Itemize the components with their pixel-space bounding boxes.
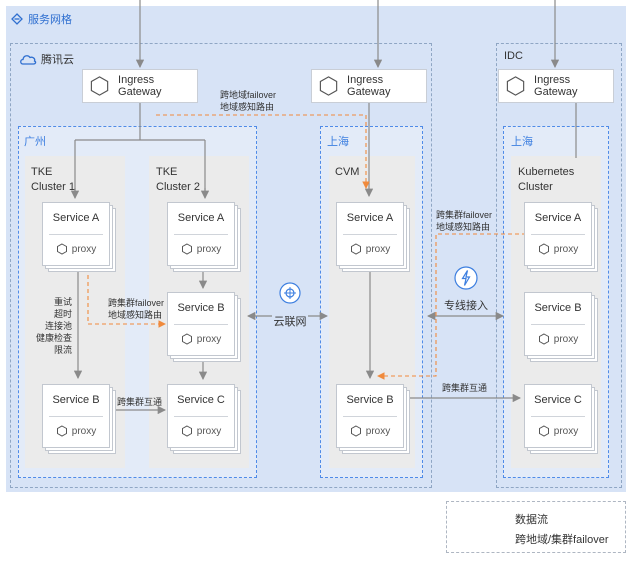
service-name: Service B <box>346 394 394 406</box>
service-name: Service B <box>52 394 100 406</box>
ccn-node: 云联网 <box>272 282 308 329</box>
gateway-label: Ingress Gateway <box>347 74 391 98</box>
ccn-label: 云联网 <box>273 316 307 328</box>
idc-label: IDC <box>504 50 523 62</box>
mesh-icon <box>11 13 23 25</box>
proxy-label: proxy <box>553 243 579 255</box>
proxy-hexagon-icon <box>181 333 192 345</box>
service-name: Service A <box>177 212 225 224</box>
ccn-icon <box>279 282 301 304</box>
cross-cluster-line1: 跨集群failover <box>108 298 165 308</box>
resilience-list: 重试 超时 连接池 健康检查 限流 <box>36 296 72 356</box>
proxy-label: proxy <box>553 425 579 437</box>
proxy-hexagon-icon <box>350 425 361 437</box>
mesh-title-text: 服务网格 <box>28 14 72 26</box>
cluster-k8s-line1: Kubernetes <box>518 166 575 178</box>
ingress-gateway-shanghai: Ingress Gateway <box>311 69 427 103</box>
resilience-item: 重试 <box>53 297 72 307</box>
proxy-label: proxy <box>365 425 391 437</box>
region-shanghai-cloud-label: 上海 <box>327 136 349 148</box>
cross-cluster-line2: 地域感知路由 <box>108 310 163 320</box>
resilience-item: 连接池 <box>44 321 72 331</box>
ingress-gateway-guangzhou: Ingress Gateway <box>82 69 198 103</box>
proxy-hexagon-icon <box>538 243 549 255</box>
cross-region-note: 跨地域failover 地域感知路由 <box>220 89 276 113</box>
tke2-service-c: Service C proxy <box>167 384 241 454</box>
legend <box>446 501 626 553</box>
gw-to-tke-clusters <box>74 103 206 196</box>
proxy-label: proxy <box>71 243 97 255</box>
hexagon-icon <box>319 76 338 96</box>
legend-failover-label: 跨地域/集群failover <box>515 534 609 546</box>
tencent-cloud-label: 腾讯云 <box>41 54 74 66</box>
resilience-item: 限流 <box>53 345 72 355</box>
cluster-tke2-line2: Cluster 2 <box>156 181 201 193</box>
failover-idc <box>377 233 526 380</box>
interconnect-label-gz: 跨集群互通 <box>117 397 163 407</box>
proxy-label: proxy <box>365 243 391 255</box>
proxy-label: proxy <box>553 333 579 345</box>
tencent-cloud-box <box>10 43 432 488</box>
cluster-cvm-line1: CVM <box>335 166 360 178</box>
cloud-icon <box>20 55 37 65</box>
tencent-cloud-title: 腾讯云 <box>19 51 74 67</box>
idc-box <box>496 43 622 488</box>
proxy-hexagon-icon <box>56 243 67 255</box>
idc-failover-note: 跨集群failover 地域感知路由 <box>436 209 492 233</box>
service-name: Service A <box>52 212 100 224</box>
cluster-tke1-line2: Cluster 1 <box>31 181 76 193</box>
proxy-hexagon-icon <box>538 333 549 345</box>
cross-cluster-note: 跨集群failover 地域感知路由 <box>108 297 164 321</box>
region-shanghai-idc-label: 上海 <box>511 136 533 148</box>
hexagon-icon <box>90 76 109 96</box>
gateway-label: Ingress Gateway <box>118 74 162 98</box>
service-name: Service C <box>177 394 225 406</box>
cross-region-line1: 跨地域failover <box>220 90 277 100</box>
tke2-service-b: Service B proxy <box>167 292 241 362</box>
cluster-k8s-line2: Cluster <box>518 181 553 193</box>
ingress-gateway-idc: Ingress Gateway <box>498 69 614 103</box>
proxy-hexagon-icon <box>181 243 192 255</box>
proxy-hexagon-icon <box>181 425 192 437</box>
dedicated-line-node: 专线接入 <box>440 266 492 313</box>
resilience-item: 健康检查 <box>36 333 73 343</box>
dedicated-line-icon <box>454 266 478 290</box>
k8s-service-a: Service A proxy <box>524 202 598 272</box>
tke1-service-a: Service A proxy <box>42 202 116 272</box>
service-name: Service A <box>346 212 394 224</box>
proxy-hexagon-icon <box>56 425 67 437</box>
cvm-service-b: Service B proxy <box>336 384 410 454</box>
proxy-hexagon-icon <box>538 425 549 437</box>
tke1-service-b: Service B proxy <box>42 384 116 454</box>
cvm-service-a: Service A proxy <box>336 202 410 272</box>
tke2-service-a: Service A proxy <box>167 202 241 272</box>
proxy-hexagon-icon <box>350 243 361 255</box>
legend-data-flow-label: 数据流 <box>515 514 548 526</box>
cross-region-line2: 地域感知路由 <box>220 102 275 112</box>
interconnect-label-idc: 跨集群互通 <box>442 383 488 393</box>
resilience-item: 超时 <box>53 309 72 319</box>
gateway-label: Ingress Gateway <box>534 74 578 98</box>
failover-cross-region <box>156 114 370 189</box>
cluster-tke2-line1: TKE <box>156 166 178 178</box>
proxy-label: proxy <box>196 333 222 345</box>
cluster-tke1-line1: TKE <box>31 166 53 178</box>
dedicated-line-label: 专线接入 <box>444 300 488 312</box>
service-name: Service B <box>534 302 582 314</box>
service-name: Service B <box>177 302 225 314</box>
service-name: Service A <box>534 212 582 224</box>
hexagon-icon <box>506 76 525 96</box>
proxy-label: proxy <box>196 243 222 255</box>
proxy-label: proxy <box>71 425 97 437</box>
proxy-label: proxy <box>196 425 222 437</box>
idc-failover-line2: 地域感知路由 <box>436 222 491 232</box>
mesh-title: 服务网格 <box>11 11 72 27</box>
k8s-service-c: Service C proxy <box>524 384 598 454</box>
k8s-service-b: Service B proxy <box>524 292 598 362</box>
region-guangzhou-label: 广州 <box>24 136 46 148</box>
idc-failover-line1: 跨集群failover <box>436 210 493 220</box>
failover-cross-cluster <box>87 268 166 328</box>
service-name: Service C <box>534 394 582 406</box>
